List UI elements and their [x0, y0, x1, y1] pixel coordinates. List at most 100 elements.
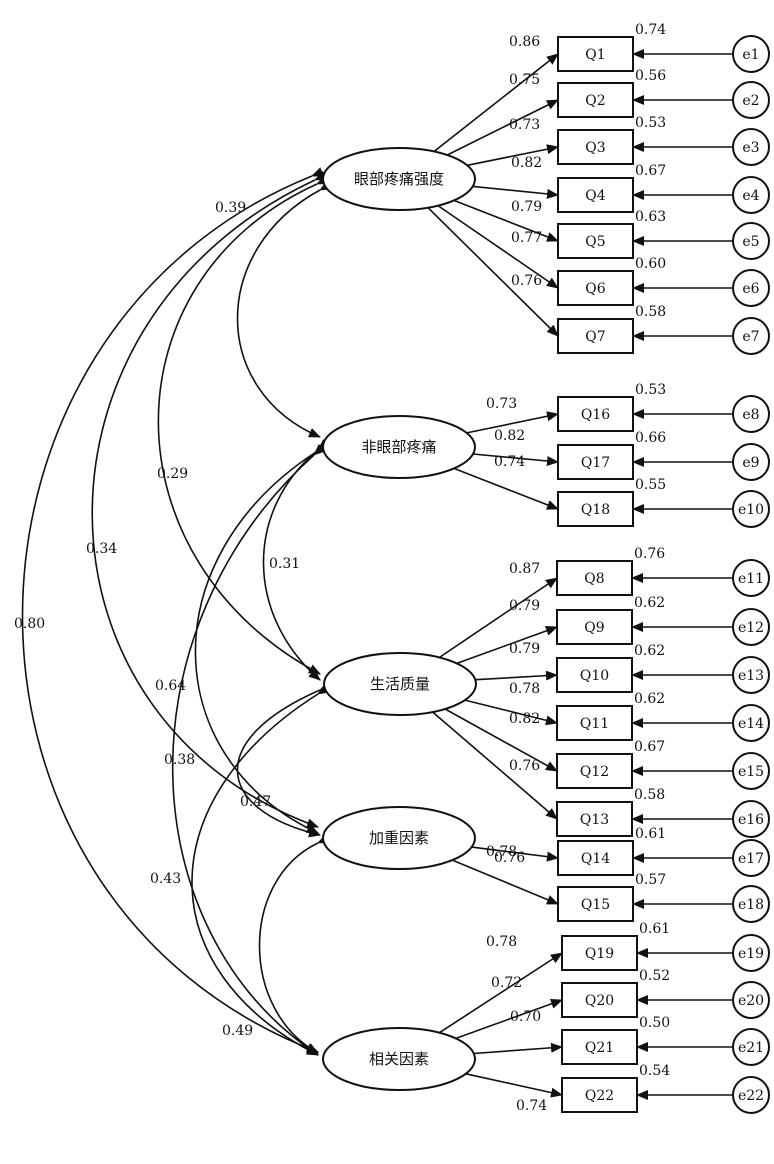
indicator-label-q22: Q22 — [585, 1088, 614, 1104]
error-node-e11 — [732, 559, 770, 597]
correlation-arrow-l1-l5 — [21, 167, 325, 1053]
correlation-value-l2-l4: 0.64 — [155, 678, 186, 694]
r-squared-q3: 0.53 — [635, 115, 666, 131]
error-label-e18: e18 — [738, 897, 764, 913]
loading-value-q22: 0.74 — [516, 1098, 547, 1114]
r-squared-q22: 0.54 — [639, 1063, 670, 1079]
correlation-arrow-l1-l4 — [91, 170, 328, 828]
correlation-value-l2-l5: 0.38 — [164, 752, 195, 768]
latent-label-l5: 相关因素 — [369, 1050, 429, 1068]
loading-arrow-q11 — [464, 699, 558, 726]
loading-arrow-q21 — [473, 1042, 563, 1055]
loading-arrow-q1 — [433, 53, 559, 153]
correlation-arrow-l3-l4 — [236, 681, 333, 838]
loading-value-q14: 0.78 — [486, 844, 517, 860]
correlation-arrow-l4-l5 — [258, 833, 331, 1054]
error-label-e2: e2 — [742, 93, 759, 109]
r-squared-q19: 0.61 — [639, 921, 670, 937]
error-label-e6: e6 — [742, 281, 759, 297]
error-label-e5: e5 — [742, 234, 759, 250]
error-label-e20: e20 — [738, 993, 764, 1009]
loading-arrow-q6 — [437, 204, 559, 289]
indicator-label-q16: Q16 — [581, 407, 610, 423]
indicator-label-q15: Q15 — [581, 897, 610, 913]
indicator-box-q16 — [557, 396, 634, 432]
latent-node-l2 — [322, 415, 476, 479]
correlation-arrow-l2-l5 — [171, 443, 326, 1056]
loading-arrow-q4 — [472, 185, 559, 199]
error-node-e6 — [732, 269, 770, 307]
loading-arrow-q16 — [466, 411, 559, 434]
loading-value-q6: 0.77 — [511, 230, 542, 246]
loading-arrow-q2 — [446, 99, 559, 156]
r-squared-q8: 0.76 — [634, 546, 665, 562]
indicator-box-q19 — [561, 935, 638, 971]
error-label-e11: e11 — [738, 571, 764, 587]
latent-label-l4: 加重因素 — [369, 829, 429, 847]
indicator-label-q9: Q9 — [584, 620, 604, 636]
loading-value-q8: 0.87 — [509, 561, 540, 577]
loading-arrow-q17 — [472, 453, 559, 466]
loading-value-q9: 0.79 — [509, 598, 540, 614]
indicator-box-q14 — [557, 840, 634, 876]
error-node-e16 — [732, 800, 770, 838]
r-squared-q20: 0.52 — [639, 968, 670, 984]
loading-arrow-q18 — [453, 467, 559, 510]
error-label-e9: e9 — [742, 455, 759, 471]
loading-arrow-q10 — [475, 670, 558, 681]
label-layer: 0.390.290.340.800.310.640.380.470.430.49… — [14, 22, 764, 1114]
r-squared-q15: 0.57 — [635, 872, 666, 888]
indicator-box-q5 — [557, 223, 634, 259]
r-squared-q16: 0.53 — [635, 382, 666, 398]
error-node-e15 — [732, 752, 770, 790]
indicator-label-q19: Q19 — [585, 946, 614, 962]
error-node-e17 — [732, 839, 770, 877]
indicator-label-q4: Q4 — [585, 188, 605, 204]
error-node-e2 — [732, 81, 770, 119]
error-node-e8 — [732, 395, 770, 433]
correlation-value-l1-l2: 0.39 — [215, 200, 246, 216]
loading-arrow-q15 — [451, 859, 559, 905]
indicator-box-q12 — [556, 753, 633, 789]
r-squared-q12: 0.67 — [634, 739, 665, 755]
correlation-value-l1-l4: 0.34 — [86, 541, 117, 557]
error-label-e1: e1 — [742, 47, 759, 63]
error-label-e7: e7 — [742, 329, 759, 345]
error-label-e8: e8 — [742, 407, 759, 423]
loading-value-q1: 0.86 — [509, 34, 540, 50]
error-node-e21 — [732, 1028, 770, 1066]
latent-node-l1 — [322, 147, 476, 211]
latent-label-l1: 眼部疼痛强度 — [354, 170, 444, 188]
r-squared-q13: 0.58 — [634, 787, 665, 803]
error-label-e17: e17 — [738, 851, 764, 867]
indicator-box-q7 — [557, 318, 634, 354]
indicator-box-q6 — [557, 270, 634, 306]
indicator-box-q15 — [557, 886, 634, 922]
latent-node-l5 — [322, 1027, 476, 1091]
indicator-box-q11 — [556, 705, 633, 741]
indicator-box-q18 — [557, 491, 634, 527]
error-node-e4 — [732, 176, 770, 214]
loading-arrow-q9 — [456, 626, 558, 665]
latent-label-l3: 生活质量 — [370, 675, 430, 693]
error-label-e3: e3 — [742, 140, 759, 156]
r-squared-q1: 0.74 — [635, 22, 666, 38]
error-label-e14: e14 — [738, 716, 764, 732]
error-node-e19 — [732, 934, 770, 972]
r-squared-q14: 0.61 — [635, 826, 666, 842]
loading-arrow-q5 — [453, 199, 559, 242]
latent-node-l3 — [323, 652, 477, 716]
loading-arrow-q22 — [465, 1073, 563, 1098]
indicator-box-q1 — [557, 36, 634, 72]
loading-value-q11: 0.78 — [509, 681, 540, 697]
loading-value-q13: 0.76 — [509, 758, 540, 774]
error-node-e9 — [732, 443, 770, 481]
indicator-box-q8 — [556, 560, 633, 596]
indicator-box-q22 — [561, 1077, 638, 1113]
error-label-e4: e4 — [742, 188, 759, 204]
loading-value-q20: 0.72 — [491, 975, 522, 991]
loading-value-q16: 0.73 — [486, 396, 517, 412]
loading-arrow-q3 — [467, 144, 559, 167]
node-layer — [322, 35, 770, 1114]
error-node-e3 — [732, 128, 770, 166]
